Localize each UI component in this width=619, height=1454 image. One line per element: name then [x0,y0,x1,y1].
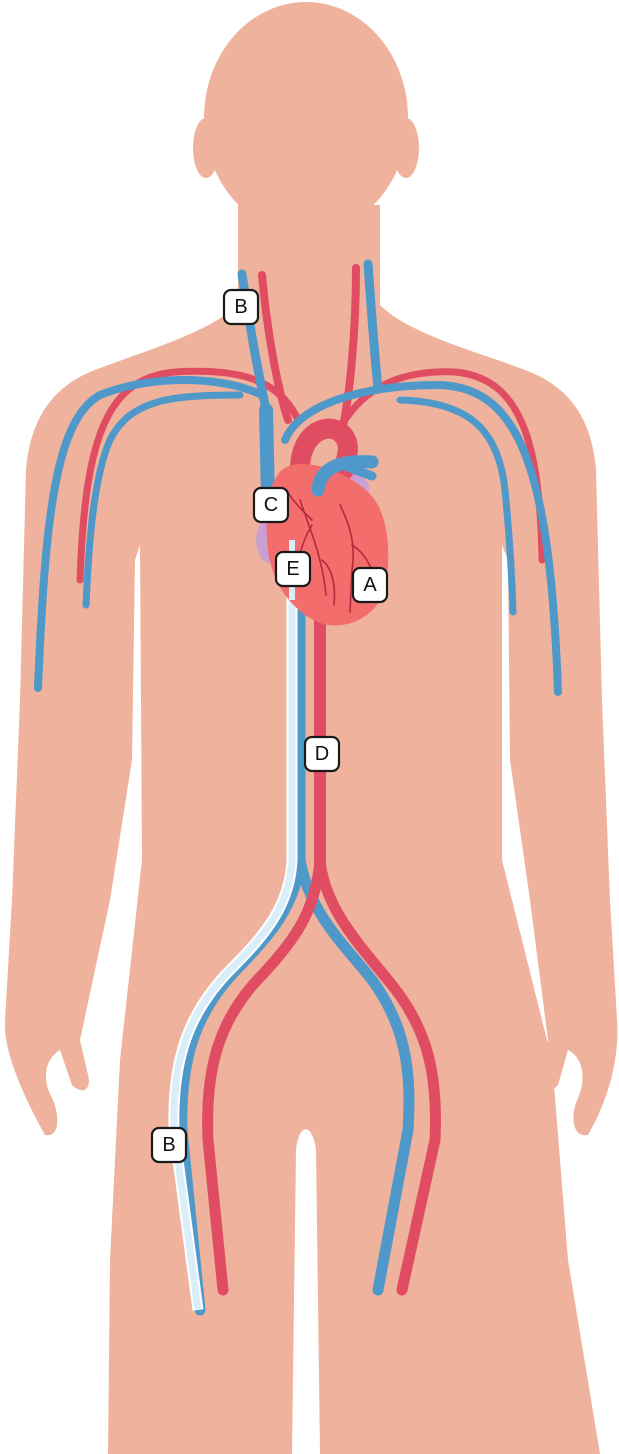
label-e-text: E [286,558,299,580]
label-b-leg: B [150,1126,188,1164]
aortic-arch [290,418,359,480]
left-ear [193,118,219,178]
artery-right-carotid [258,271,292,424]
label-e: E [274,550,312,588]
vein-left-arm-outer [281,381,562,696]
label-b-neck: B [222,288,260,326]
label-b-neck-text: B [234,296,247,318]
coronary-vessel-1 [299,499,327,596]
coronary-vessel-5 [321,559,336,606]
label-d-text: D [315,743,329,765]
label-a: A [351,566,389,604]
superior-vena-cava [259,403,275,507]
label-a-text: A [363,574,377,596]
head [204,2,408,234]
pulmonary-artery [311,455,379,497]
vein-right-arm-inner [82,391,244,609]
coronary-vessel-3 [339,504,355,613]
vein-right-arm-outer [34,376,266,692]
artery-left-leg [314,854,441,1296]
body-silhouette [4,2,618,1454]
artery-right-arm [76,367,302,584]
label-c: C [252,486,290,524]
vein-left-jugular [363,259,383,393]
vein-left-arm-inner [396,396,517,616]
leg-gap [292,1129,320,1454]
catheter-line [170,540,296,1311]
right-ear [393,118,419,178]
pulmonary-artery-branch [340,461,377,481]
label-d: D [303,735,341,773]
label-c-text: C [264,494,278,516]
artery-right-leg [202,854,326,1296]
vein-left-leg [294,854,415,1296]
label-b-leg-text: B [162,1134,175,1156]
